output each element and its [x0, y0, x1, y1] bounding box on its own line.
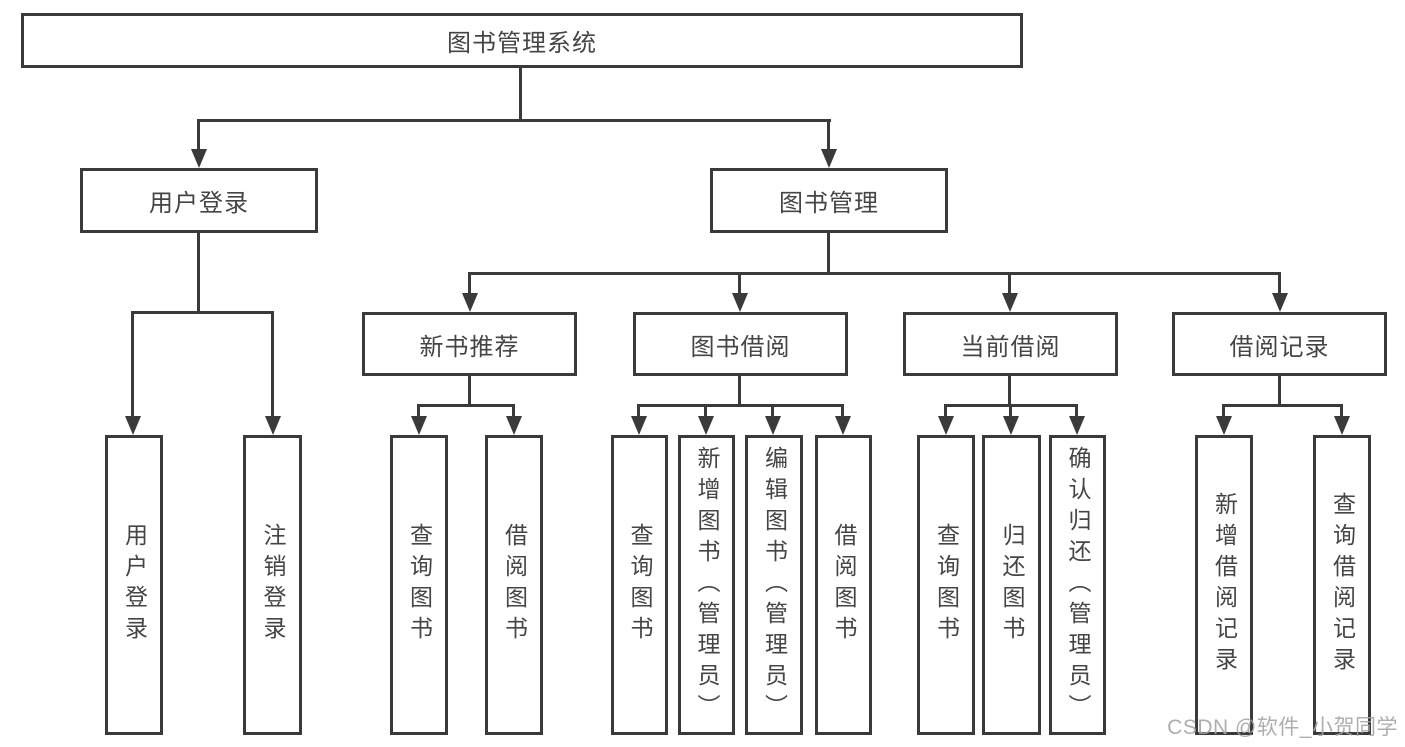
node-label: 图书借阅	[690, 333, 791, 361]
connector-line	[417, 404, 515, 407]
node-label: 新增图书（管理员）	[694, 445, 720, 725]
csdn-watermark: CSDN @软件_小贺同学	[1167, 716, 1398, 739]
node-label: 归还图书	[999, 523, 1025, 647]
leaf-confirm-return-admin: 确认归还（管理员）	[1049, 435, 1106, 735]
arrowhead-icon	[1003, 416, 1019, 435]
connector-line	[1222, 404, 1343, 407]
leaf-logout: 注销登录	[243, 435, 302, 735]
node-borrowing-records: 借阅记录	[1172, 312, 1387, 376]
connector-line	[512, 405, 515, 419]
connector-line	[944, 405, 947, 419]
connector-line	[637, 404, 844, 407]
arrowhead-icon	[462, 293, 478, 312]
connector-line	[417, 405, 420, 419]
node-label: 注销登录	[260, 523, 286, 647]
connector-line	[1008, 273, 1011, 296]
node-label: 新增借阅记录	[1211, 492, 1238, 678]
connector-line	[1278, 376, 1281, 407]
connector-line	[1075, 405, 1078, 419]
node-user-login: 用户登录	[80, 168, 318, 233]
node-label: 借阅图书	[831, 523, 857, 647]
node-label: 借阅记录	[1229, 333, 1330, 361]
leaf-edit-books-admin: 编辑图书（管理员）	[745, 435, 803, 735]
node-label: 用户登录	[121, 523, 148, 647]
connector-line	[738, 376, 741, 407]
connector-line	[131, 312, 134, 419]
connector-line	[468, 273, 471, 296]
leaf-user-login: 用户登录	[105, 435, 163, 735]
node-book-borrowing: 图书借阅	[633, 312, 848, 376]
connector-line	[738, 273, 741, 296]
arrowhead-icon	[1272, 293, 1288, 312]
arrowhead-icon	[732, 293, 748, 312]
arrowhead-icon	[631, 416, 647, 435]
node-label: 图书管理系统	[447, 30, 597, 57]
connector-line	[519, 68, 522, 122]
connector-line	[131, 311, 274, 314]
node-label: 查询图书	[627, 523, 653, 647]
arrowhead-icon	[938, 416, 954, 435]
arrowhead-icon	[506, 416, 522, 435]
node-label: 编辑图书（管理员）	[761, 445, 788, 725]
arrowhead-icon	[265, 416, 281, 435]
node-label: 查询图书	[406, 523, 433, 647]
node-book-management: 图书管理	[710, 168, 948, 233]
connector-line	[827, 233, 830, 274]
connector-line	[637, 405, 640, 419]
node-label: 查询借阅记录	[1329, 492, 1356, 678]
connector-line	[468, 376, 471, 407]
connector-line	[197, 120, 200, 152]
arrowhead-icon	[191, 149, 207, 168]
arrowhead-icon	[1334, 416, 1350, 435]
leaf-query-books: 查询图书	[917, 435, 975, 735]
connector-line	[197, 233, 200, 314]
node-label: 当前借阅	[960, 333, 1061, 361]
arrowhead-icon	[1216, 416, 1232, 435]
connector-line	[771, 405, 774, 419]
arrowhead-icon	[765, 416, 781, 435]
node-label: 确认归还（管理员）	[1065, 445, 1091, 725]
arrowhead-icon	[835, 416, 851, 435]
connector-line	[1009, 405, 1012, 419]
arrowhead-icon	[1069, 416, 1085, 435]
connector-line	[197, 119, 831, 122]
arrowhead-icon	[1002, 293, 1018, 312]
leaf-return-books: 归还图书	[982, 435, 1041, 735]
connector-line	[841, 405, 844, 419]
connector-line	[1278, 273, 1281, 296]
connector-line	[704, 405, 707, 419]
node-current-borrowing: 当前借阅	[903, 312, 1118, 376]
node-label: 查询图书	[933, 523, 960, 647]
connector-line	[827, 120, 830, 152]
leaf-query-books: 查询图书	[390, 435, 448, 735]
leaf-add-borrow-record: 新增借阅记录	[1195, 435, 1253, 735]
connector-line	[1008, 376, 1011, 407]
arrowhead-icon	[125, 416, 141, 435]
arrowhead-icon	[698, 416, 714, 435]
connector-line	[1222, 405, 1225, 419]
node-new-book-recommend: 新书推荐	[362, 312, 577, 376]
leaf-borrow-books: 借阅图书	[485, 435, 543, 735]
connector-line	[468, 272, 1281, 275]
leaf-borrow-books: 借阅图书	[815, 435, 872, 735]
node-label: 图书管理	[779, 190, 879, 217]
connector-line	[1340, 405, 1343, 419]
leaf-add-books-admin: 新增图书（管理员）	[678, 435, 735, 735]
node-label: 借阅图书	[501, 523, 528, 647]
arrowhead-icon	[411, 416, 427, 435]
leaf-query-borrow-record: 查询借阅记录	[1313, 435, 1371, 735]
leaf-query-books: 查询图书	[611, 435, 668, 735]
node-library-management-system: 图书管理系统	[21, 13, 1023, 68]
node-label: 用户登录	[149, 190, 249, 217]
arrowhead-icon	[821, 149, 837, 168]
node-label: 新书推荐	[419, 333, 520, 361]
connector-line	[271, 312, 274, 419]
